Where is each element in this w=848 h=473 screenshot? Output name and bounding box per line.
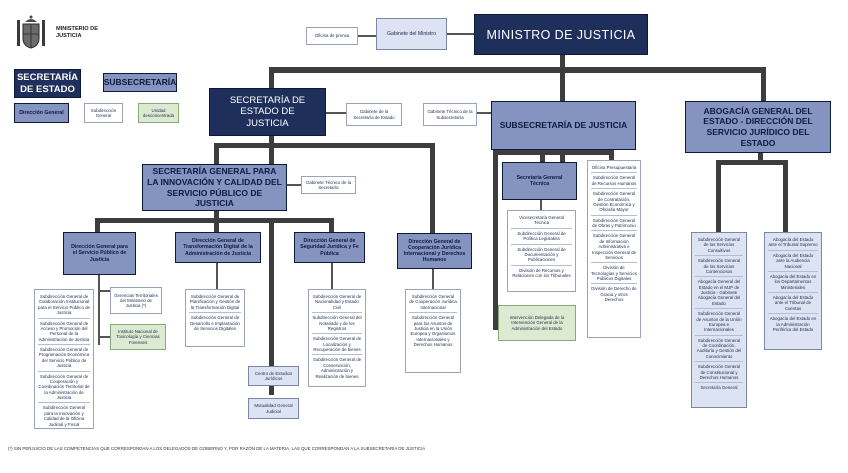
abogacia-col1-list: Subdirección General de los Servicios Co… <box>691 232 747 408</box>
list-item: Subdirección General de Recursos Humanos <box>591 173 637 190</box>
list-item: Subdirección General para los Asuntos de… <box>410 315 456 347</box>
list-item: Subdirección General de Información Admi… <box>591 231 637 264</box>
list-item: Secretaría General <box>700 385 738 391</box>
footnote: (*) SIN PERJUICIO DE LAS COMPETENCIAS QU… <box>8 446 426 451</box>
sgic-box[interactable]: SECRETARÍA GENERAL PARA LA INNOVACIÓN Y … <box>142 164 287 211</box>
list-item: Abogacía del Estado ante el Tribunal Sup… <box>768 235 818 251</box>
list-item: Subdirección General de Política Legisla… <box>511 229 572 245</box>
list-item: Subdirección General de Documentación y … <box>511 245 572 266</box>
dg2-units-list: Subdirección General de Planificación y … <box>185 289 245 347</box>
subsecretaria-box[interactable]: SUBSECRETARÍA DE JUSTICIA <box>491 101 636 150</box>
list-item: Subdirección General de Coordinación, Au… <box>695 336 743 363</box>
dg1-box[interactable]: Dirección General para el Servicio Públi… <box>63 232 136 275</box>
oficina-prensa-box[interactable]: Oficina de prensa <box>306 27 358 45</box>
abogacia-box[interactable]: ABOGACÍA GENERAL DEL ESTADO - DIRECCIÓN … <box>685 101 831 153</box>
gabinete-se-box[interactable]: Gabinete de la Secretaría de Estado <box>346 103 402 126</box>
legend-secretaria-estado: SECRETARÍA DE ESTADO <box>14 69 81 98</box>
dg2-box[interactable]: Dirección General de Transformación Digi… <box>175 232 261 263</box>
secretaria-estado-box[interactable]: SECRETARÍA DE ESTADO DE JUSTICIA <box>209 88 326 136</box>
gabinete-sub-box[interactable]: Gabinete Técnico de la Subsecretaría <box>423 103 477 126</box>
abogacia-col2-list: Abogacía del Estado ante el Tribunal Sup… <box>764 232 822 350</box>
list-item: Subdirección General de Programación Eco… <box>38 345 90 372</box>
list-item: Abogacía General del Estado en el MJP de… <box>695 277 743 310</box>
list-item: Subdirección General de Cooperación Jurí… <box>409 292 457 314</box>
list-item: División de Tecnologías y Servicios Públ… <box>591 263 637 285</box>
list-item: Abogacía del Estado ante el Tribunal de … <box>768 293 818 315</box>
list-item: Subdirección General para la Innovación … <box>42 405 86 427</box>
sgt-box[interactable]: Secretaría General Técnica <box>502 162 577 200</box>
list-item: Oficina Presupuestaria <box>591 163 637 174</box>
list-item: Subdirección General de Conservación, Ad… <box>312 357 362 379</box>
list-item: Subdirección General de Localización y R… <box>312 334 362 356</box>
list-item: Abogacía del Estado en la Administración… <box>769 316 817 332</box>
dg3-box[interactable]: Dirección General de Seguridad Jurídica … <box>294 232 365 263</box>
list-item: Subdirección General de Obras y Patrimon… <box>591 216 637 232</box>
legend-subsecretaria: SUBSECRETARÍA <box>103 73 177 92</box>
instituto-toxicologia-box[interactable]: Instituto Nacional de Toxicología y Cien… <box>110 324 166 350</box>
centro-estudios-box[interactable]: Centro de Estudios Jurídicos <box>248 366 299 386</box>
list-item: Subdirección General de Colaboración Ins… <box>38 292 90 319</box>
list-item: División de Recursos y Relaciones con lo… <box>512 267 571 278</box>
legend-direccion-general: Dirección General <box>14 103 69 123</box>
list-item: Subdirección General de Asuntos de la Un… <box>695 309 743 336</box>
gabinete-sgic-box[interactable]: Gabinete Técnico de la Secretaría <box>301 176 356 194</box>
list-item: Subdirección General de los Servicios Co… <box>695 256 743 278</box>
list-item: Subdirección General de Desarrollo e Imp… <box>190 315 240 331</box>
list-item: Vicesecretaría General Técnica <box>511 213 572 229</box>
list-item: Abogacía del Estado en los Departamentos… <box>768 272 818 293</box>
dg3-units-list: Subdirección General de Nacionalidad y E… <box>308 289 366 387</box>
gerencias-box[interactable]: Gerencias Territoriales del Ministerio d… <box>110 287 162 314</box>
list-item: Subdirección General de Planificación y … <box>189 292 241 314</box>
sgt-units-list: Vicesecretaría General Técnica Subdirecc… <box>507 210 576 292</box>
list-item: Subdirección General de Acceso y Promoci… <box>38 319 90 345</box>
dg1-units-list: Subdirección General de Colaboración Ins… <box>34 289 94 429</box>
minister-box[interactable]: MINISTRO DE JUSTICIA <box>474 14 648 55</box>
gabinete-ministro-box[interactable]: Gabinete del Ministro <box>376 18 447 50</box>
list-item: Subdirección General de los Servicios Co… <box>695 235 743 257</box>
dg4-box[interactable]: Dirección General de Cooperación Jurídic… <box>397 233 472 269</box>
dg4-units-list: Subdirección General de Cooperación Jurí… <box>405 289 461 373</box>
intervencion-delegada-box[interactable]: Intervención Delegada de la Intervención… <box>498 305 576 341</box>
coat-of-arms-icon <box>17 15 45 49</box>
list-item: Subdirección General de Cooperación y Co… <box>38 372 90 404</box>
logo: MINISTERIO DE JUSTICIA <box>14 14 98 52</box>
logo-text: MINISTERIO DE JUSTICIA <box>56 26 98 40</box>
sub-units-list: Oficina Presupuestaria Subdirección Gene… <box>587 160 641 338</box>
list-item: Subdirección General de Nacionalidad y E… <box>312 292 362 314</box>
list-item: Abogacía del Estado ante la Audiencia Na… <box>768 251 818 272</box>
legend-subdireccion-general: Subdirección General <box>84 103 123 123</box>
list-item: División de Derecho de Gracia y otros De… <box>591 286 637 303</box>
legend-unidad-desconcentrada: Unidad desconcentrada <box>138 103 179 123</box>
list-item: Subdirección General de Contratación, Ge… <box>591 189 637 216</box>
list-item: Subdirección General del Notariado y de … <box>312 313 362 335</box>
list-item: Subdirección General de Constitucional y… <box>695 362 743 384</box>
mutualidad-box[interactable]: Mutualidad General Judicial <box>248 398 299 419</box>
